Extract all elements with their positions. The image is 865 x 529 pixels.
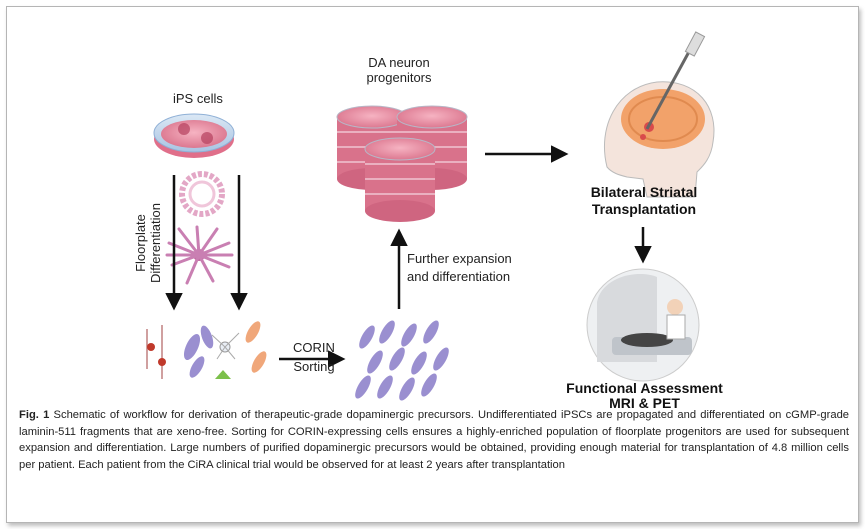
figure-caption: Fig. 1 Schematic of workflow for derivat… bbox=[19, 407, 849, 473]
workflow-diagram bbox=[146, 31, 715, 401]
brain-head-icon bbox=[603, 31, 715, 198]
sorted-progenitors-icon bbox=[355, 320, 449, 401]
figure-frame: iPS cells DA neuron progenitors Floorpla… bbox=[6, 6, 859, 523]
expansion-line1: Further expansion bbox=[407, 251, 512, 266]
da-progenitors-line2: progenitors bbox=[366, 70, 432, 85]
transplant-line2: Transplantation bbox=[591, 201, 697, 217]
assessment-line1: Functional Assessment bbox=[566, 380, 723, 396]
mri-scanner-icon bbox=[586, 268, 700, 382]
dish-stacks-icon bbox=[336, 105, 468, 222]
corin-line1: CORIN bbox=[293, 340, 335, 355]
radial-cells-icon bbox=[165, 225, 234, 285]
ips-cells-label: iPS cells bbox=[173, 91, 223, 106]
assessment-line2: MRI & PET bbox=[609, 395, 680, 411]
expansion-label: Further expansion and differentiation bbox=[407, 251, 512, 284]
corin-line2: Sorting bbox=[293, 359, 335, 374]
floorplate-line2: Differentiation bbox=[148, 203, 163, 283]
corin-label: CORIN Sorting bbox=[289, 340, 339, 374]
transplant-line1: Bilateral Striatal bbox=[590, 184, 698, 200]
da-progenitors-line1: DA neuron bbox=[368, 55, 430, 70]
expansion-line2: and differentiation bbox=[407, 269, 511, 284]
floorplate-label: Floorplate Differentiation bbox=[133, 183, 163, 303]
caption-prefix: Fig. 1 bbox=[19, 409, 50, 421]
mixed-neurons-icon bbox=[146, 321, 267, 379]
transplant-label: Bilateral Striatal Transplantation bbox=[574, 185, 714, 217]
caption-text: Schematic of workflow for derivation of … bbox=[19, 409, 850, 471]
rosette-cells-icon bbox=[179, 171, 225, 217]
da-progenitors-label: DA neuron progenitors bbox=[359, 55, 439, 85]
floorplate-line1: Floorplate bbox=[133, 214, 148, 272]
ips-dish-icon bbox=[153, 113, 235, 158]
assessment-label: Functional Assessment MRI & PET bbox=[557, 381, 732, 411]
